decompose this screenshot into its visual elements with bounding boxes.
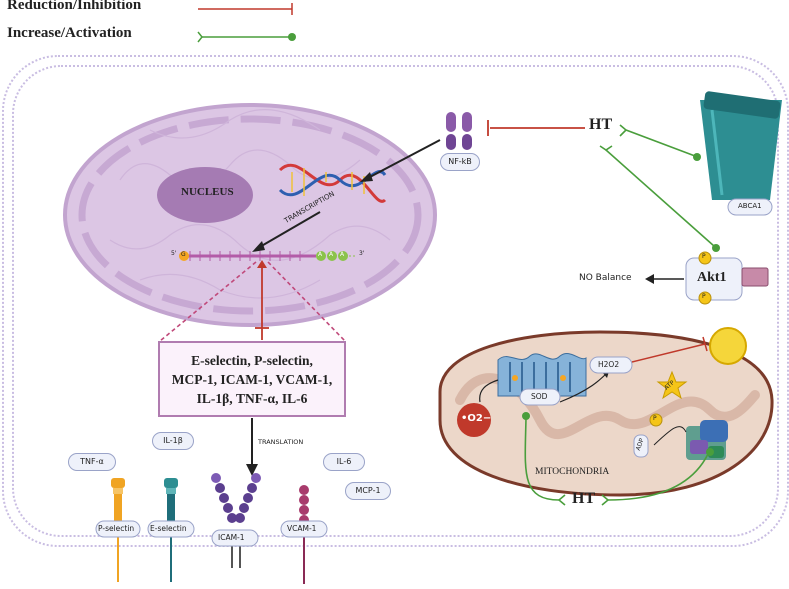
ht-activates-akt1 <box>599 145 720 252</box>
mrna-5-label: 5' <box>171 250 177 257</box>
superoxide-icon <box>457 403 491 437</box>
nucleus <box>63 103 437 327</box>
no-balance-arrow <box>645 274 684 284</box>
vcam1-label: VCAM-1 <box>287 524 317 533</box>
icam1-label: ICAM-1 <box>218 533 245 542</box>
legend-increase-label: Increase/Activation <box>7 25 132 41</box>
nucleus-label: NUCLEUS <box>181 186 234 198</box>
ht-inhibits-transcription <box>255 260 269 340</box>
p-selectin-icon <box>95 478 141 582</box>
superoxide-label: •O2− <box>461 413 492 424</box>
translation-arrow <box>246 418 258 476</box>
ht-top-label: HT <box>589 116 613 133</box>
legend-activation-arrow <box>197 31 296 43</box>
ht-activates-atp-synthase <box>601 448 714 506</box>
gene-box-callout <box>159 261 346 342</box>
gene-line-2: MCP-1, ICAM-1, VCAM-1, <box>171 371 333 387</box>
gene-list-box: E-selectin, P-selectin, MCP-1, ICAM-1, V… <box>158 341 346 417</box>
transcription-arrow <box>252 211 321 252</box>
ht-activates-abca1 <box>619 124 701 161</box>
poly-a-1: A <box>318 251 323 258</box>
phospho-bottom: P <box>702 293 706 300</box>
nucleolus <box>157 167 253 223</box>
mrna-strand <box>179 251 357 261</box>
adp-arrow <box>653 426 687 446</box>
phospho-top: P <box>702 253 706 260</box>
adp-pill <box>633 434 649 458</box>
dna-helix-icon <box>278 163 387 203</box>
no-balance-label: NO Balance <box>579 273 632 283</box>
h2o2-inhibits-ros <box>631 336 708 363</box>
akt1-receptor <box>685 251 769 305</box>
translation-label: TRANSLATION <box>258 438 304 446</box>
poly-a-2: A <box>329 251 334 258</box>
abca1-label: ABCA1 <box>738 202 762 210</box>
mcp1-pill: MCP-1 <box>345 482 391 500</box>
atp-synthase-icon <box>686 420 728 460</box>
mitochondria-label: MITOCHONDRIA <box>535 467 610 477</box>
h2o2-pill <box>589 356 633 374</box>
nfkb-icon <box>446 112 472 150</box>
icam1-icon <box>211 473 261 568</box>
ht-inhibits-nfkb <box>487 120 585 136</box>
legend-inhibition-arrow <box>198 3 293 15</box>
il6-pill: IL-6 <box>323 453 365 471</box>
e-selectin-label: E-selectin <box>150 524 187 533</box>
il1b-pill: IL-1β <box>152 432 194 450</box>
ht-bottom-label: HT <box>572 490 596 507</box>
p-selectin-label: P-selectin <box>98 524 135 533</box>
abca1-transporter-icon <box>700 91 782 216</box>
e-selectin-icon <box>147 478 195 582</box>
sod-enzyme-icon <box>497 353 587 406</box>
atp-star-icon <box>656 370 688 400</box>
akt1-label: Akt1 <box>697 270 727 285</box>
nfkb-to-dna-arrow <box>360 139 441 182</box>
poly-a-3: A <box>340 251 345 258</box>
phosphate-label: P <box>653 415 657 422</box>
cell-membrane <box>2 55 789 547</box>
nfkb-label: NF-kB <box>440 153 480 171</box>
vcam1-icon <box>280 485 328 584</box>
phosphate-icon <box>649 413 663 427</box>
tnfa-pill: TNF-α <box>68 453 116 471</box>
gene-line-1: E-selectin, P-selectin, <box>191 352 313 368</box>
legend-reduction-label: Reduction/Inhibition <box>7 0 142 13</box>
ros-sphere-icon <box>709 327 747 365</box>
h2o2-label: H2O2 <box>598 360 620 369</box>
mrna-3-label: 3' <box>359 250 365 257</box>
mrna-cap-label: G <box>181 251 186 258</box>
sod-label: SOD <box>531 392 548 401</box>
gene-line-3: IL-1β, TNF-α, IL-6 <box>196 390 308 406</box>
ht-activates-sod <box>522 412 566 506</box>
